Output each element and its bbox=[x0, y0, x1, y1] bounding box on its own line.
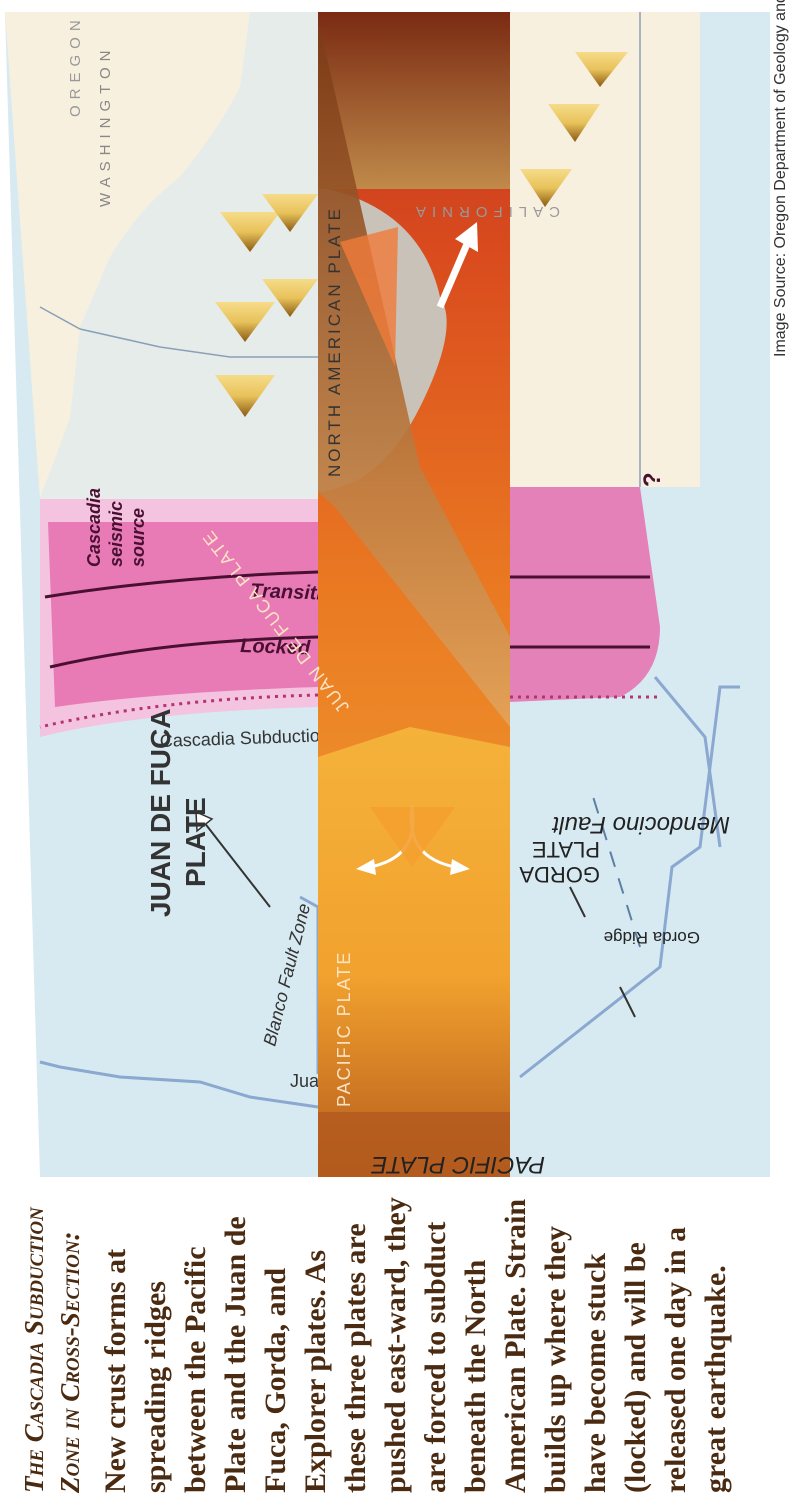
california-label: CALIFORNIA bbox=[410, 203, 560, 220]
seismic-source-south bbox=[510, 487, 660, 702]
land-area-south bbox=[510, 12, 700, 487]
gorda-plate-label-2: PLATE bbox=[532, 837, 600, 862]
north-american-plate-label: NORTH AMERICAN PLATE bbox=[325, 206, 344, 477]
gorda-plate-label-1: GORDA bbox=[519, 862, 600, 887]
cascadia-seismic-label-3: source bbox=[128, 508, 148, 567]
mendocino-fault-label: Mendocino Fault bbox=[551, 811, 730, 838]
juan-de-fuca-plate-label-2: PLATE bbox=[180, 797, 211, 887]
cascadia-seismic-label-1: Cascadia bbox=[84, 488, 104, 567]
cascadia-seismic-label-2: seismic bbox=[106, 501, 126, 567]
caption: The Cascadia Subduction Zone in Cross-Se… bbox=[16, 1193, 736, 1493]
washington-label: WASHINGTON bbox=[97, 44, 114, 207]
oregon-label: OREGON bbox=[67, 14, 84, 117]
pacific-plate-map-label: PACIFIC PLATE bbox=[370, 1151, 545, 1178]
image-credit: Image Source: Oregon Department of Geolo… bbox=[772, 0, 790, 357]
question-mark-label: ? bbox=[639, 472, 666, 487]
caption-body: New crust forms at spreading ridges betw… bbox=[96, 1193, 736, 1493]
pacific-plate-section-label: PACIFIC PLATE bbox=[334, 951, 354, 1107]
caption-title: The Cascadia Subduction Zone in Cross-Se… bbox=[16, 1193, 88, 1493]
gorda-ridge-label: Gorda Ridge bbox=[604, 928, 700, 947]
